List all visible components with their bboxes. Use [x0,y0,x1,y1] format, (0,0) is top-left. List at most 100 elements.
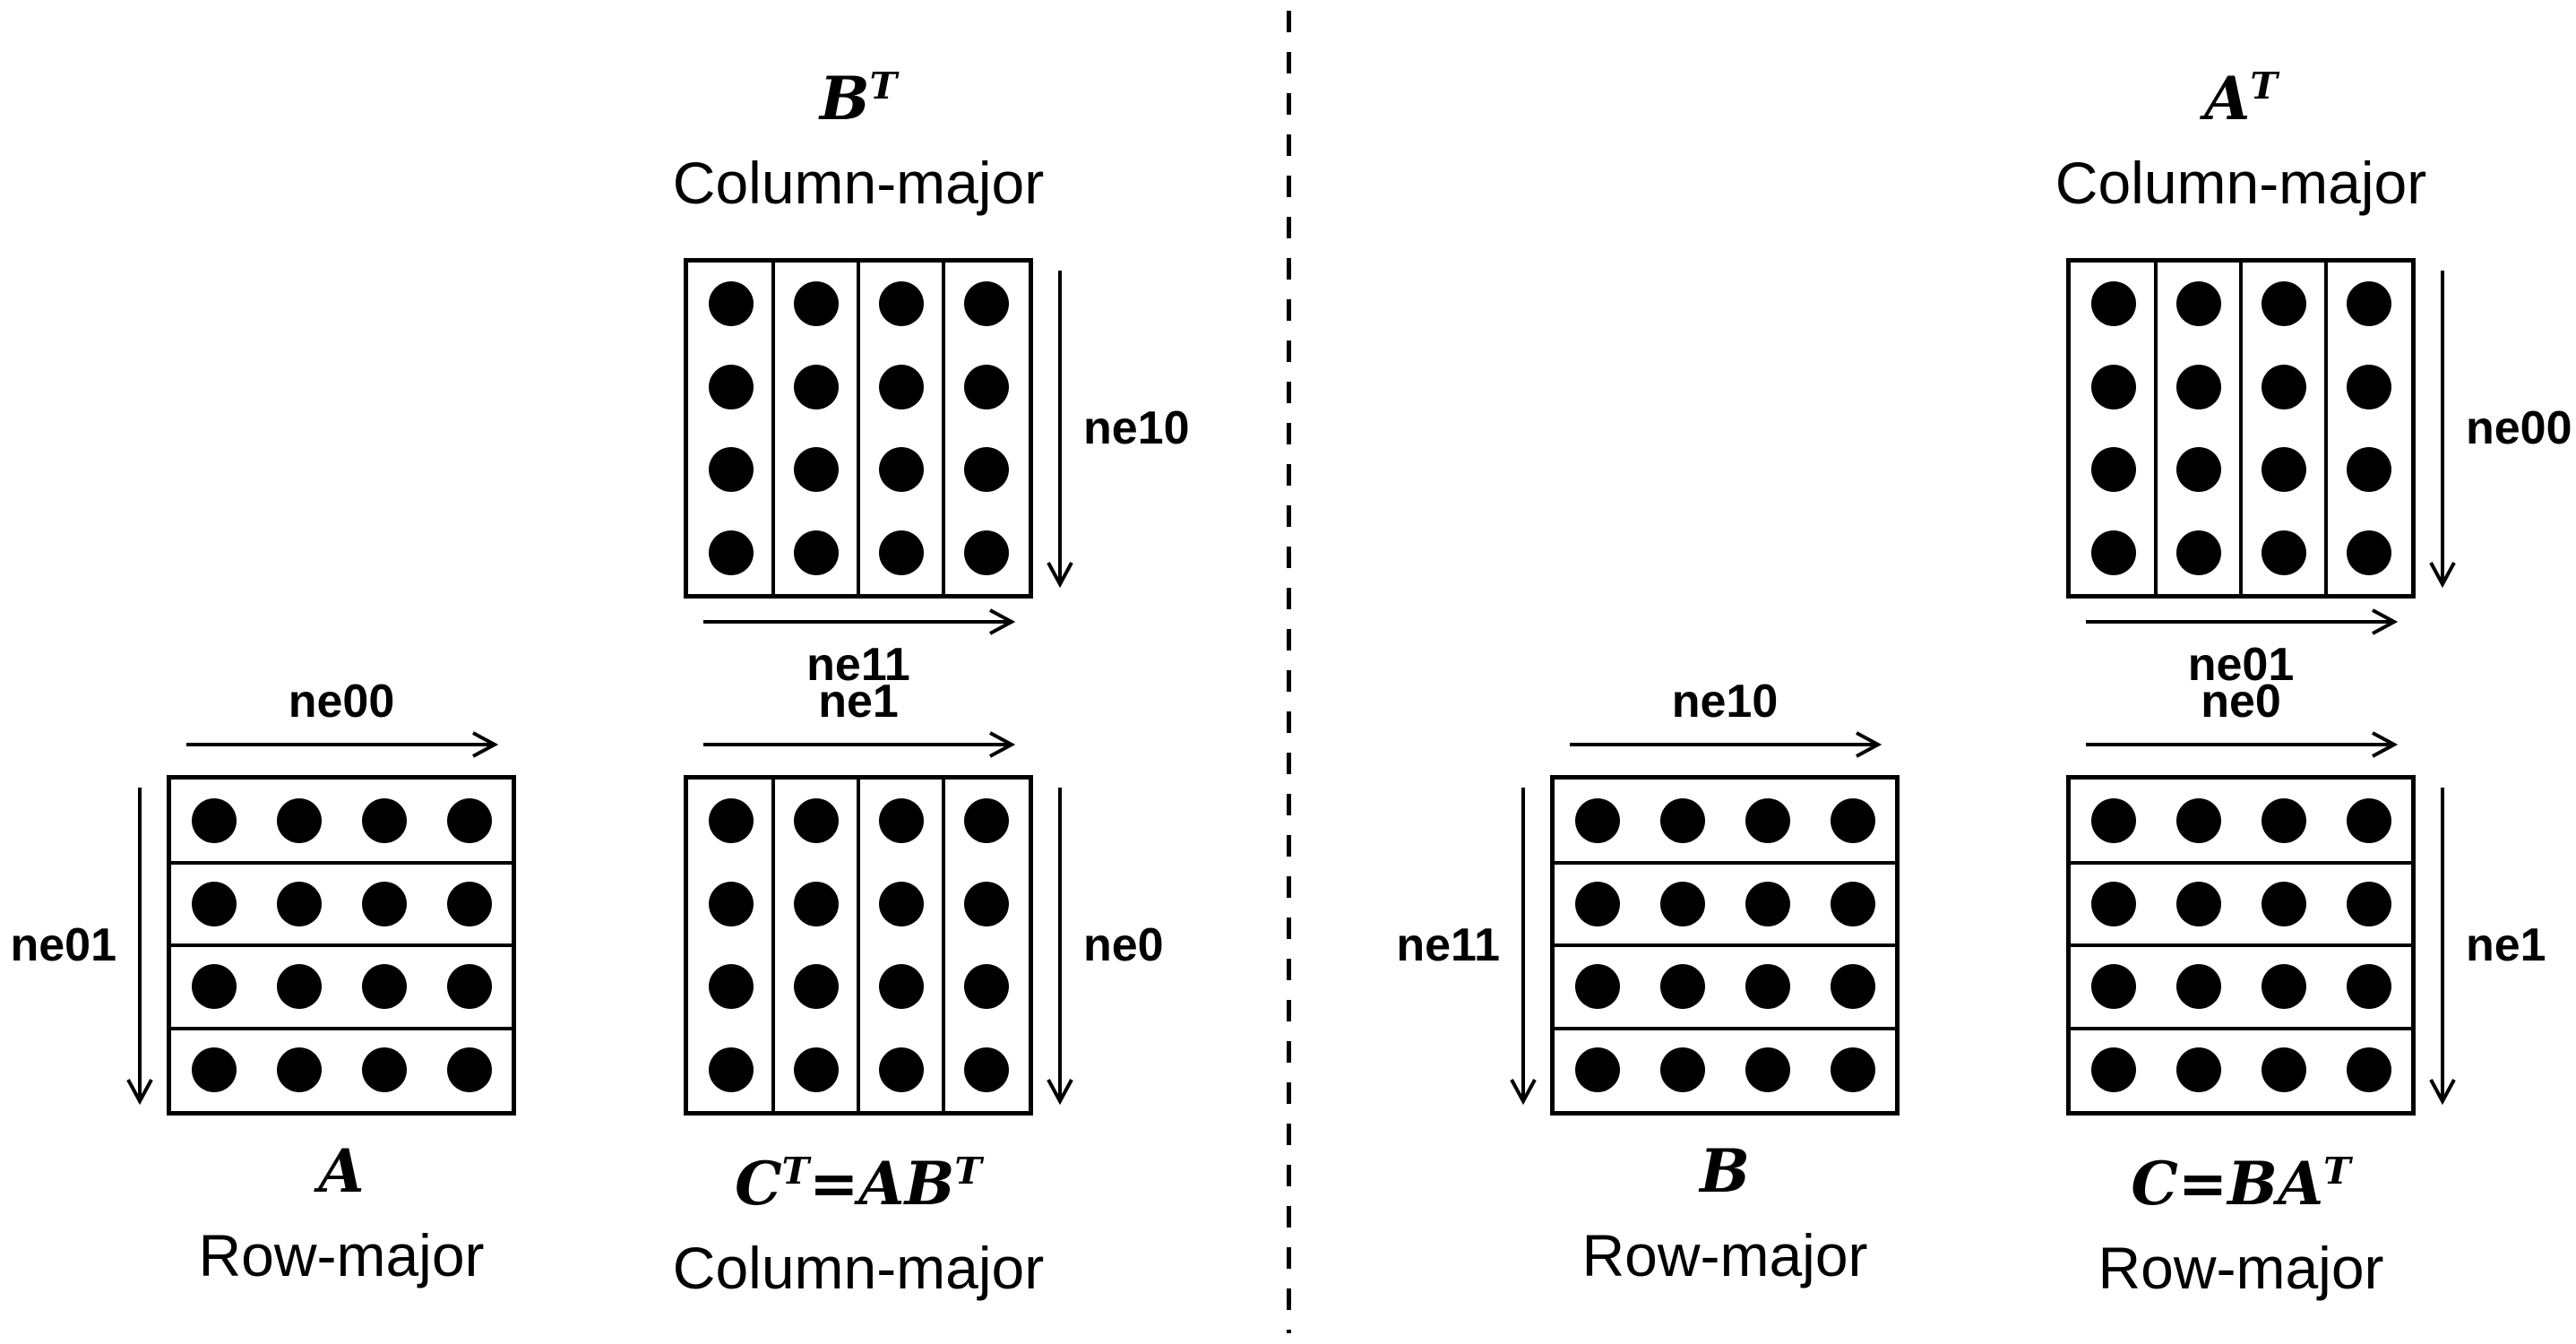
dimension-arrow-bottom: ne01 [2084,606,2398,688]
right-arrow-icon [703,731,1015,758]
matrix-dot [963,881,1009,926]
superscript: T [954,1150,982,1193]
dimension-arrow-top: ne0 [2084,678,2398,761]
matrix-dot [446,1047,492,1092]
matrix-dot [2261,1047,2306,1092]
matrix-dot [963,364,1009,409]
panel-divider-dashed-line [1287,11,1291,1333]
matrix-dot [1574,1047,1620,1092]
storage-order-label: Column-major [2055,150,2427,216]
matrix-grid [684,258,1033,599]
matrix-dot [793,447,839,493]
matrix-dot [191,798,237,844]
dimension-arrow-right: ne10 [1044,258,1190,599]
matrix-dot [276,881,322,926]
matrix-dot [2261,447,2306,493]
matrix-title: B [1700,1136,1750,1206]
grid-line [1555,860,1895,865]
dimension-label-ne01: ne01 [2187,639,2295,691]
right-arrow-icon [1570,731,1882,758]
matrix-dot [708,447,754,493]
matrix-grid [1550,775,1900,1116]
dimension-label-ne10: ne10 [1083,402,1190,454]
dimension-label-ne10: ne10 [1671,676,1779,728]
grid-line [771,780,775,1111]
matrix-dot [1745,1047,1790,1092]
matrix-dot [2175,281,2221,327]
matrix-dot [793,798,839,844]
matrix-dot [2090,364,2136,409]
matrix-dot [2346,281,2391,327]
matrix-dot [446,964,492,1010]
grid-line [171,943,512,947]
matrix-dot [2261,964,2306,1010]
matrix-dot [2175,1047,2221,1092]
grid-line [857,263,860,594]
grid-line [942,263,945,594]
matrix-dot [2175,447,2221,493]
matrix-dot [2175,964,2221,1010]
grid-line [171,1026,512,1030]
matrix-dot [361,1047,407,1092]
down-arrow-icon [2429,271,2456,588]
grid-line [2071,860,2411,865]
dimension-label-ne0: ne0 [2201,676,2281,728]
down-arrow-icon [126,788,153,1105]
grid-line [771,263,775,594]
matrix-dot [2346,364,2391,409]
matrix-dot [361,798,407,844]
matrix-dot [276,1047,322,1092]
matrix-dot [2090,281,2136,327]
matrix-dot [963,798,1009,844]
matrix-dot [191,881,237,926]
storage-order-label: Column-major [672,1235,1045,1301]
matrix-dot [708,530,754,575]
matrix-dot [708,281,754,327]
dimension-arrow-top: ne1 [702,678,1015,761]
superscript: T [2323,1150,2351,1193]
matrix-title: AT [2204,64,2278,134]
matrix-dot [2346,798,2391,844]
matrix-title: C=BAT [2131,1149,2351,1219]
matrix-dot [793,281,839,327]
matrix-dot [2175,364,2221,409]
matrix-grid [2066,258,2416,599]
dimension-arrow-right: ne1 [2426,775,2546,1116]
matrix-caption: C=BAT Row-major [2098,1139,2383,1300]
matrix-dot [963,1047,1009,1092]
superscript: T [869,65,898,108]
matrix-dot [878,798,924,844]
storage-order-label: Row-major [198,1222,485,1288]
dimension-arrow-left: ne11 [1396,775,1539,1116]
matrix-dot [1745,798,1790,844]
matrix-dot [878,447,924,493]
matrix-grid [684,775,1033,1116]
grid-line [2239,263,2243,594]
storage-order-label: Row-major [2098,1235,2384,1301]
matrix-dot [191,1047,237,1092]
matrix-dot [963,281,1009,327]
matrix-dot [1659,964,1705,1010]
matrix-dot [708,364,754,409]
matrix-caption: AT Column-major [2055,54,2426,215]
matrix-dot [1830,1047,1875,1092]
right-arrow-icon [2086,731,2398,758]
matrix-dot [708,881,754,926]
dimension-label-ne11: ne11 [806,639,910,691]
down-arrow-icon [1047,788,1073,1105]
matrix-dot [2261,281,2306,327]
matrix-grid [167,775,516,1116]
matrix-title: BT [819,64,898,134]
matrix-dot [191,964,237,1010]
matrix-dot [361,881,407,926]
dimension-arrow-left: ne01 [10,775,156,1116]
matrix-dot [793,364,839,409]
dimension-label-ne11: ne11 [1396,919,1500,971]
matrix-block-c: C=BAT Row-major ne0 ne1 [2066,678,2546,1300]
matrix-dot [2346,964,2391,1010]
matrix-dot [2261,530,2306,575]
